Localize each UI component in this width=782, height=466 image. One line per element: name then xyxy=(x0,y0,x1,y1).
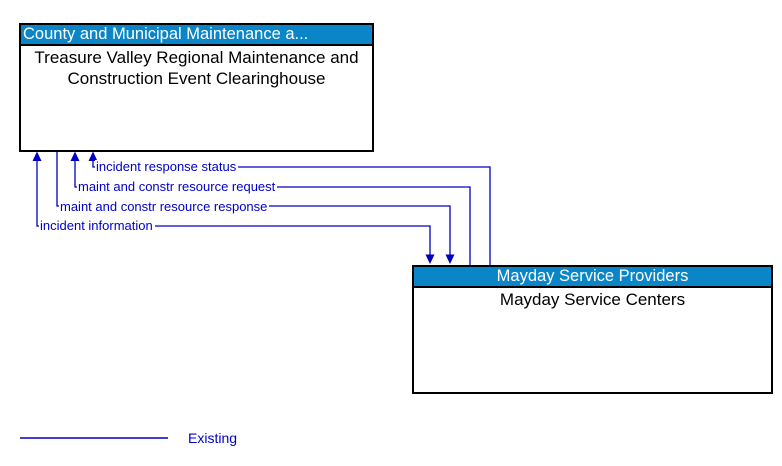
flow-label-maint-constr-resource-response[interactable]: maint and constr resource response xyxy=(59,199,270,214)
arrowhead-down-icon xyxy=(445,254,455,264)
flow-label-incident-response-status[interactable]: incident response status xyxy=(95,159,239,174)
flow-label-maint-constr-resource-request[interactable]: maint and constr resource request xyxy=(77,179,278,194)
flow-label-incident-information[interactable]: incident information xyxy=(39,218,155,233)
arrowhead-up-icon xyxy=(32,151,42,161)
entity-header-county-municipal-maintenance: County and Municipal Maintenance a... xyxy=(21,25,372,46)
flow-line-incident-response-status xyxy=(92,160,491,266)
arrowhead-down-icon xyxy=(425,254,435,264)
flow-line-incident-information xyxy=(36,160,431,256)
entity-box-mayday[interactable]: Mayday Service Providers Mayday Service … xyxy=(412,265,773,394)
entity-name-clearinghouse: Treasure Valley Regional Maintenance and… xyxy=(34,48,359,88)
entity-name-mayday-service-centers: Mayday Service Centers xyxy=(499,290,686,309)
legend-existing-label: Existing xyxy=(188,430,238,446)
entity-header-mayday-service-providers: Mayday Service Providers xyxy=(414,267,771,288)
arrowhead-up-icon xyxy=(88,151,98,161)
entity-box-clearinghouse[interactable]: County and Municipal Maintenance a... Tr… xyxy=(19,23,374,152)
arrowhead-up-icon xyxy=(70,151,80,161)
